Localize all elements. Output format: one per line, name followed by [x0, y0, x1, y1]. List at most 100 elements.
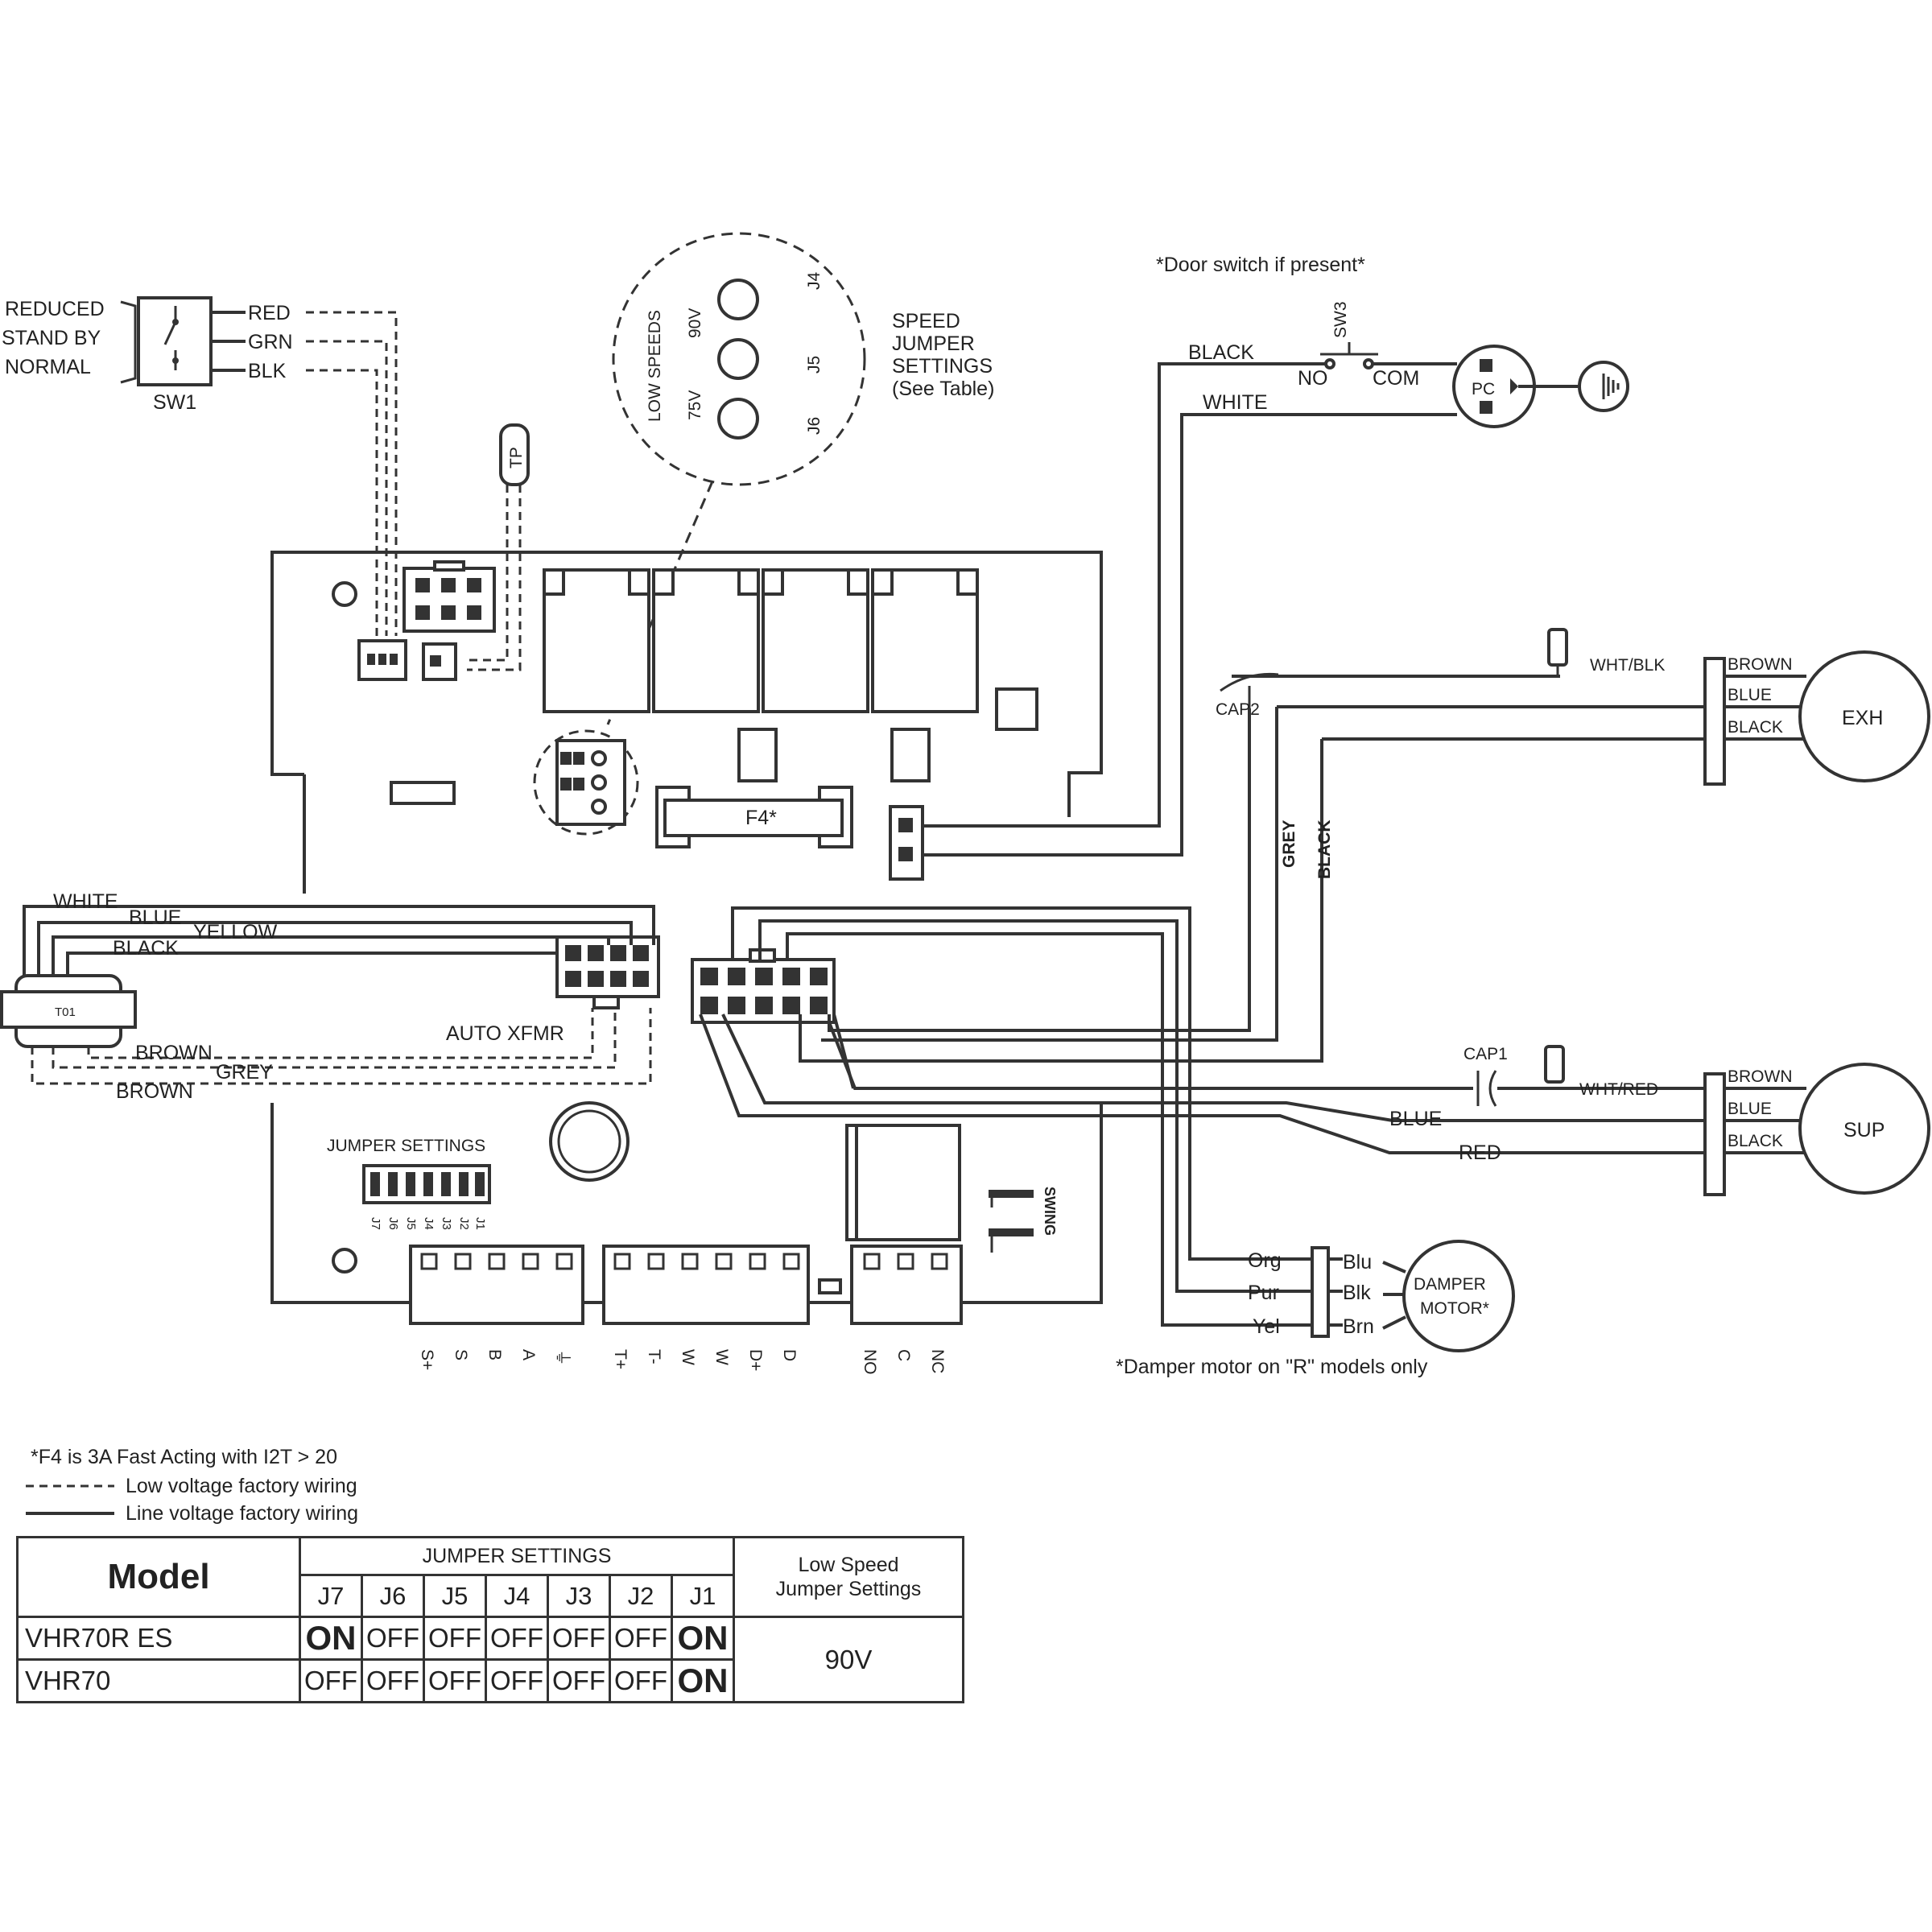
- switch-sw1: REDUCED STAND BY NORMAL RED GRN BLK SW1: [2, 296, 398, 636]
- board-line-connector: [889, 805, 924, 881]
- table-cell: OFF: [423, 1658, 487, 1703]
- table-cell: OFF: [485, 1658, 549, 1703]
- table-cell: ON: [671, 1658, 735, 1703]
- table-cell: ON: [299, 1616, 363, 1661]
- control-board: F4* JUMPER SETTINGS J7 J6 J5 J4 J3 J2 J1: [270, 551, 1103, 1375]
- terminal-b: B: [485, 1349, 504, 1360]
- supply-board-wire-blue: BLUE: [1389, 1108, 1442, 1130]
- terminal-w-2: W: [712, 1349, 731, 1365]
- table-model-header: Model: [16, 1536, 301, 1618]
- table-low-speed-value: 90V: [733, 1616, 964, 1703]
- terminal-s-plus: S+: [418, 1349, 436, 1370]
- jumper-settings-table: Model JUMPER SETTINGS Low Speed Jumper S…: [16, 1535, 964, 1703]
- terminal-w-1: W: [679, 1349, 697, 1365]
- table-col-j6: J6: [361, 1574, 425, 1618]
- speed-jumper-pin-j6: J6: [805, 417, 824, 435]
- table-cell: OFF: [423, 1616, 487, 1661]
- board-swing-label: SWING: [1042, 1187, 1058, 1236]
- cap1-label: CAP1: [1463, 1045, 1508, 1063]
- speed-jumper-title-4: (See Table): [892, 378, 994, 400]
- note-fuse: *F4 is 3A Fast Acting with I2T > 20: [31, 1446, 337, 1468]
- table-cell: OFF: [547, 1616, 611, 1661]
- sw1-position-normal: NORMAL: [5, 356, 91, 378]
- damper-wire-blk: Blk: [1343, 1282, 1371, 1304]
- exhaust-wire-brown: BROWN: [1728, 655, 1793, 674]
- door-switch-label: SW3: [1331, 301, 1350, 338]
- board-mount-hole-bottom: [332, 1248, 357, 1274]
- damper-wire-blu: Blu: [1343, 1251, 1372, 1274]
- board-jumper-pin-j6: J6: [386, 1217, 400, 1230]
- table-col-j3: J3: [547, 1574, 611, 1618]
- board-header-6pin: [402, 567, 496, 633]
- table-row-model: VHR70: [16, 1658, 301, 1703]
- board-buzzer: [549, 1101, 630, 1182]
- supply-lead-label: WHT/RED: [1579, 1080, 1658, 1099]
- speed-jumper-low-speeds: LOW SPEEDS: [646, 310, 664, 422]
- exhaust-wire-black: BLACK: [1728, 718, 1783, 737]
- damper-wire-yel: Yel: [1253, 1315, 1280, 1338]
- exhaust-motor-label: EXH: [1842, 707, 1883, 729]
- table-low-speed-header-2: Jumper Settings: [775, 1578, 922, 1600]
- terminal-no: NO: [861, 1349, 879, 1375]
- door-switch-sw3: *Door switch if present* SW3 NO COM BLAC…: [918, 254, 1457, 857]
- damper-note: *Damper motor on "R" models only: [1116, 1356, 1428, 1378]
- supply-motor: [1798, 1063, 1930, 1195]
- thermistor-label: TP: [507, 447, 526, 469]
- table-col-j4: J4: [485, 1574, 549, 1618]
- fuse-f4-label: F4*: [745, 807, 777, 829]
- exhaust-vertical-black: BLACK: [1315, 820, 1334, 880]
- speed-jumper-detail: J4 J5 J6 90V 75V LOW SPEEDS SPEED JUMPER…: [606, 232, 994, 725]
- speed-jumper-90v: 90V: [686, 308, 704, 338]
- power-plug-pc: PC: [1452, 345, 1629, 428]
- terminal-s: S: [452, 1349, 470, 1360]
- speed-jumper-title-3: SETTINGS: [892, 355, 993, 378]
- damper-wire-brn: Brn: [1343, 1315, 1374, 1338]
- sw1-position-standby: STAND BY: [2, 327, 101, 349]
- cap2-icon: [1220, 672, 1279, 692]
- speed-jumper-j5: [717, 338, 759, 380]
- transformer-body: [0, 990, 137, 1029]
- transformer-wire-black: BLACK: [113, 937, 179, 960]
- table-row: VHR70R ES ON OFF OFF OFF OFF OFF ON 90V: [16, 1616, 964, 1703]
- table-cell: OFF: [361, 1616, 425, 1661]
- exhaust-motor-group: CAP2 GREY BLACK WHT/BLK BROWN BLUE BLACK…: [799, 628, 1930, 1063]
- terminal-t-plus: T+: [611, 1349, 630, 1369]
- transformer-wire-blue: BLUE: [129, 906, 181, 929]
- table-cell: OFF: [609, 1616, 673, 1661]
- thermistor-icon: [499, 423, 530, 486]
- board-jumper-label: JUMPER SETTINGS: [327, 1137, 485, 1155]
- board-jumper-pin-j7: J7: [369, 1217, 382, 1230]
- note-line-voltage: Line voltage factory wiring: [126, 1502, 358, 1525]
- table-cell: OFF: [361, 1658, 425, 1703]
- door-switch-com: COM: [1373, 367, 1419, 390]
- board-component-square: [995, 687, 1038, 731]
- supply-board-wire-red: RED: [1459, 1141, 1501, 1164]
- speed-jumper-j4: [717, 279, 759, 320]
- terminal-a: A: [519, 1349, 538, 1360]
- supply-terminal-strip: [1703, 1072, 1726, 1196]
- terminal-ground-icon: ⏚: [553, 1349, 572, 1366]
- supply-wire-black: BLACK: [1728, 1132, 1783, 1150]
- supply-lead-connector-icon: [1544, 1045, 1565, 1084]
- transformer-wire-yellow: YELLOW: [193, 921, 278, 943]
- board-relay-large: [853, 1124, 961, 1241]
- table-col-j1: J1: [671, 1574, 735, 1618]
- door-switch-note: *Door switch if present*: [1156, 254, 1365, 276]
- board-jumper-pin-j2: J2: [457, 1217, 471, 1230]
- speed-jumper-title-1: SPEED: [892, 310, 960, 332]
- board-relays: [543, 568, 979, 713]
- damper-motor-group: Org Pur Yel Blu Blk Brn DAMPER MOTOR* *D…: [731, 906, 1515, 1378]
- line-wire-white: WHITE: [1203, 391, 1268, 414]
- table-row-model: VHR70R ES: [16, 1616, 301, 1661]
- exhaust-lead-connector-icon: [1547, 628, 1568, 667]
- damper-motor: [1402, 1240, 1515, 1352]
- board-jumper-pin-j4: J4: [422, 1217, 436, 1230]
- supply-motor-group: BLUE RED CAP1 WHT/RED BROWN BLUE BLACK S…: [699, 1013, 1930, 1196]
- thermistor-tp: TP: [467, 423, 530, 671]
- power-plug-label: PC: [1472, 380, 1495, 398]
- board-component-3: [390, 781, 456, 805]
- transformer-wire-brown-2: BROWN: [116, 1080, 193, 1103]
- transformer-wire-brown-1: BROWN: [135, 1042, 213, 1064]
- speed-jumper-75v: 75V: [686, 390, 704, 420]
